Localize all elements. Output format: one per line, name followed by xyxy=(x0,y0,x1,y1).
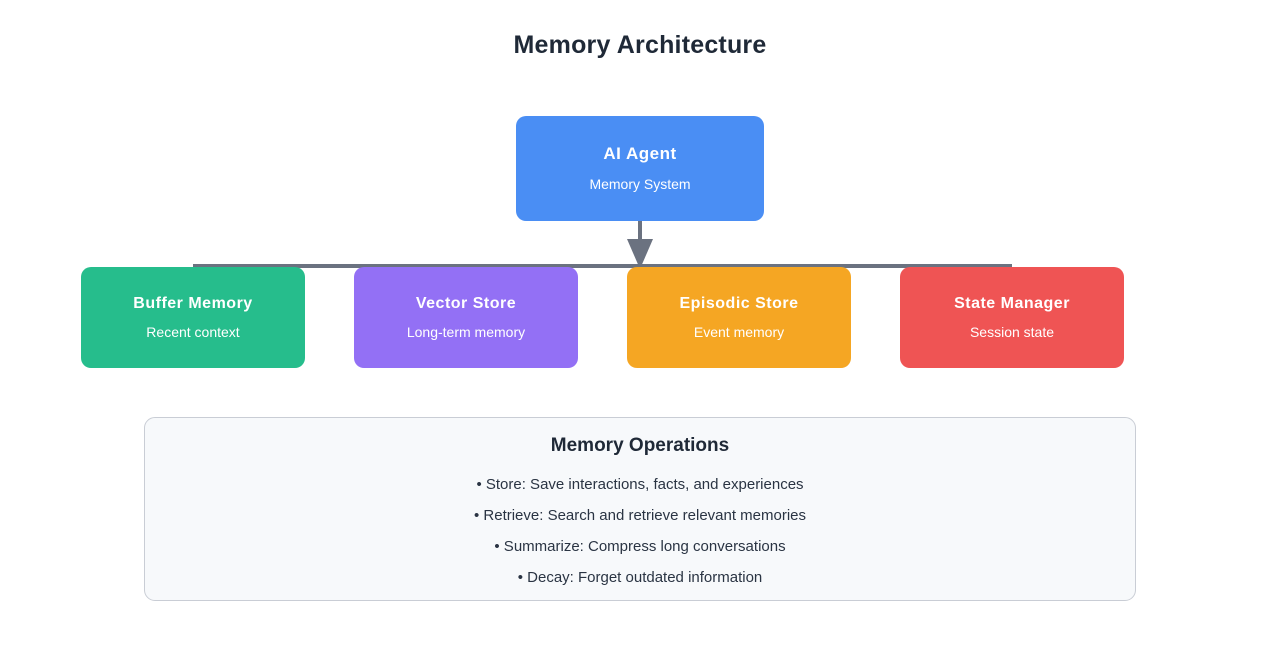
operation-item-retrieve: • Retrieve: Search and retrieve relevant… xyxy=(473,507,807,524)
memory-operations-title: Memory Operations xyxy=(550,435,730,456)
memory-operations-panel: Memory Operations • Store: Save interact… xyxy=(144,417,1136,601)
page-title: Memory Architecture xyxy=(513,31,767,59)
node-vector-store-title: Vector Store xyxy=(415,295,517,312)
node-vector-store[interactable]: Vector Store Long-term memory xyxy=(354,267,578,368)
node-ai-agent-subtitle: Memory System xyxy=(589,176,691,193)
node-episodic-store-subtitle: Event memory xyxy=(693,324,785,341)
node-episodic-store[interactable]: Episodic Store Event memory xyxy=(627,267,851,368)
node-state-manager-subtitle: Session state xyxy=(969,324,1055,341)
operation-item-store: • Store: Save interactions, facts, and e… xyxy=(476,476,804,493)
down-arrow-icon xyxy=(627,239,653,269)
node-ai-agent-title: AI Agent xyxy=(603,143,677,163)
node-episodic-store-title: Episodic Store xyxy=(679,295,799,312)
node-ai-agent[interactable]: AI Agent Memory System xyxy=(516,116,764,221)
node-buffer-memory-title: Buffer Memory xyxy=(133,295,253,312)
operation-item-summarize: • Summarize: Compress long conversations xyxy=(494,538,786,555)
node-state-manager[interactable]: State Manager Session state xyxy=(900,267,1124,368)
node-state-manager-title: State Manager xyxy=(954,295,1070,312)
node-buffer-memory-subtitle: Recent context xyxy=(146,324,240,341)
node-vector-store-subtitle: Long-term memory xyxy=(406,324,526,341)
operation-item-decay: • Decay: Forget outdated information xyxy=(517,569,763,586)
node-buffer-memory[interactable]: Buffer Memory Recent context xyxy=(81,267,305,368)
